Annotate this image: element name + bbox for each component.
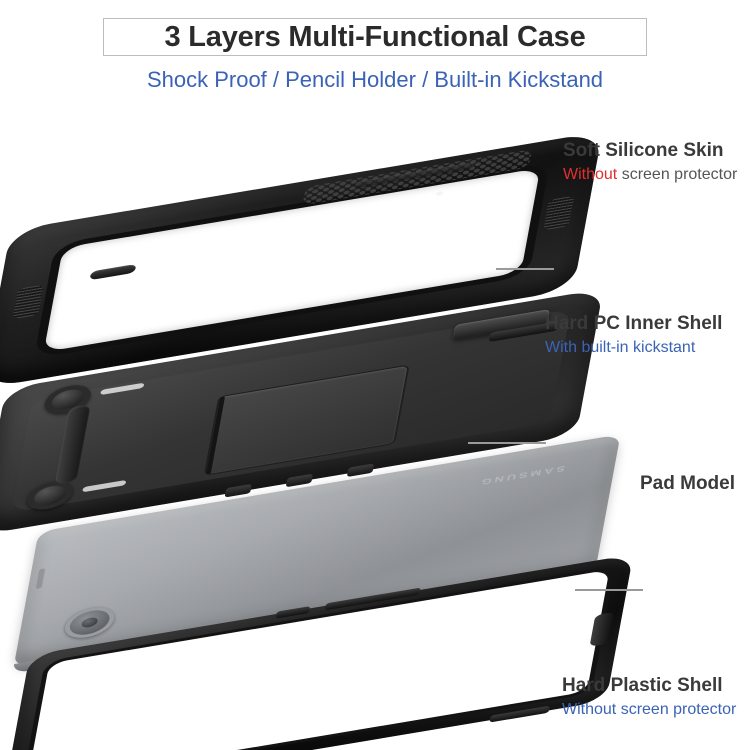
page-title: 3 Layers Multi-Functional Case xyxy=(164,20,586,53)
callout-rest-silicone: screen protector xyxy=(617,165,738,183)
kickstand-hinge-seam xyxy=(205,396,226,475)
callout-title-silicone: Soft Silicone Skin xyxy=(563,140,724,161)
camera-lens-icon xyxy=(80,616,99,629)
leader-line-pc-shell xyxy=(468,442,546,444)
leader-line-pad-model xyxy=(575,589,643,591)
callout-emphasis-without: Without xyxy=(563,165,618,183)
callout-subtitle-plastic-shell: Without screen protector xyxy=(562,700,737,718)
leader-line-silicone xyxy=(496,268,554,270)
exploded-product-diagram: SAMSUNG xyxy=(0,105,750,750)
callout-title-pad-model: Pad Model xyxy=(640,473,736,494)
callout-hard-plastic-shell: Hard Plastic Shell Without screen protec… xyxy=(562,674,736,721)
callout-hard-pc-inner-shell: Hard PC Inner Shell With built-in kickst… xyxy=(545,312,722,359)
page-subtitle: Shock Proof / Pencil Holder / Built-in K… xyxy=(146,67,604,92)
callout-pad-model: Pad Model xyxy=(640,472,735,496)
callout-soft-silicone-skin: Soft Silicone Skin Without screen protec… xyxy=(563,139,737,186)
page-title-box: 3 Layers Multi-Functional Case xyxy=(103,18,647,56)
callout-title-pc-shell: Hard PC Inner Shell xyxy=(545,313,723,334)
callout-title-plastic-shell: Hard Plastic Shell xyxy=(562,675,723,696)
callout-subtitle-pc-shell: With built-in kickstant xyxy=(545,338,696,356)
callout-subtitle-silicone: Without screen protector xyxy=(563,165,737,186)
